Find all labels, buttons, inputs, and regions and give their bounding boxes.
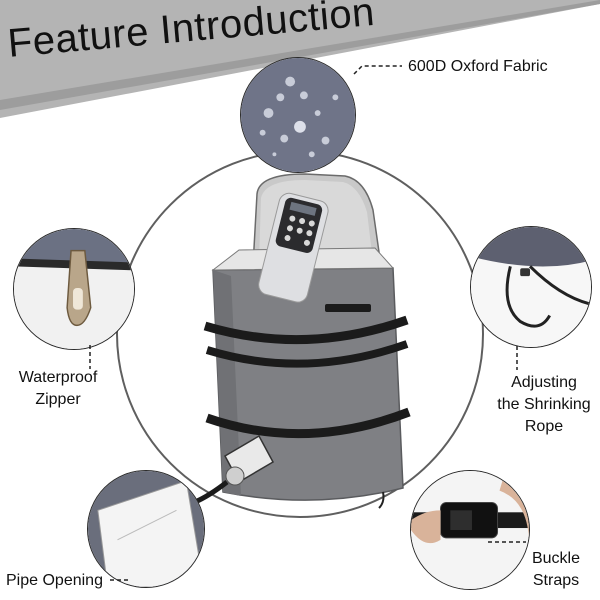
zipper-detail-image (13, 228, 135, 350)
buckle-label-line1: Buckle (531, 550, 581, 567)
rope-label: Adjusting the Shrinking Rope (488, 372, 600, 438)
rope-label-line1: Adjusting (511, 374, 577, 391)
rope-label-line2: the Shrinking (497, 396, 591, 413)
zipper-label-line1: Waterproof (18, 369, 98, 386)
rope-detail-image (470, 226, 592, 348)
zipper-leader-line (86, 345, 96, 371)
pipe-leader-line (110, 576, 130, 586)
zipper-label: Waterproof Zipper (2, 367, 114, 411)
zipper-label-line2: Zipper (35, 391, 81, 408)
pipe-label: Pipe Opening (6, 572, 103, 589)
rope-leader-line (513, 346, 523, 372)
buckle-label: Buckle Straps (516, 548, 596, 592)
fabric-detail-image (240, 57, 356, 173)
buckle-leader-line (488, 538, 528, 548)
buckle-detail-image (410, 470, 530, 590)
fabric-leader-line (352, 62, 404, 76)
pipe-opening-detail-image (87, 470, 205, 588)
rope-label-line3: Rope (524, 418, 564, 435)
tub-cover-product-image (195, 170, 420, 525)
buckle-label-line2: Straps (532, 572, 580, 589)
fabric-label: 600D Oxford Fabric (408, 58, 548, 75)
